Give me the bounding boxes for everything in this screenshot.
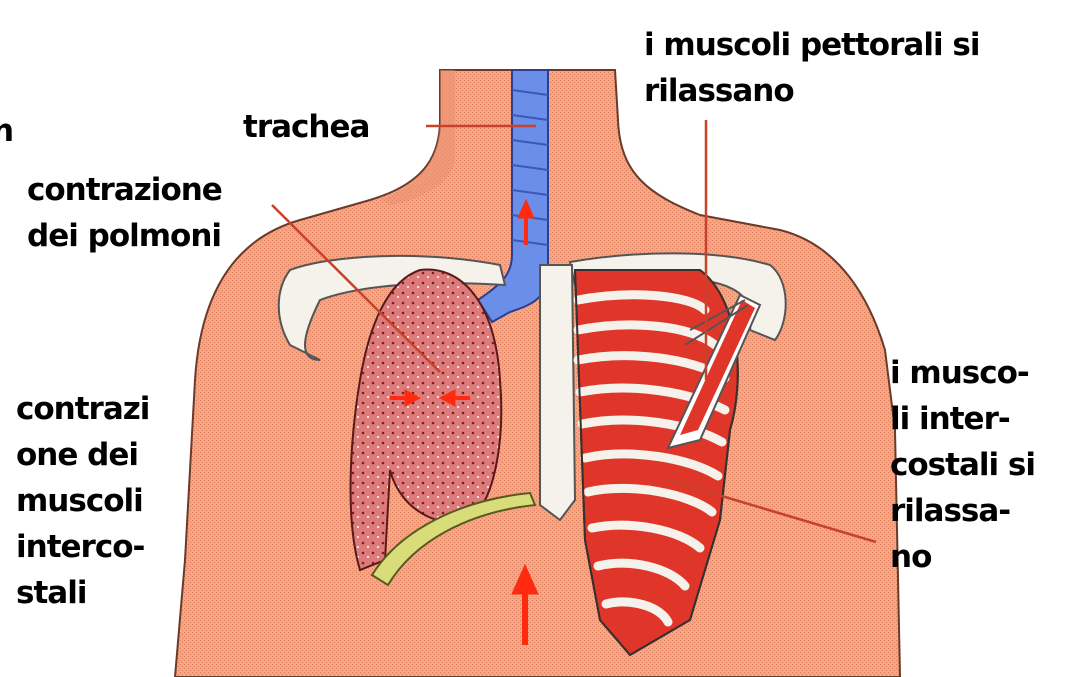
label-line: contrazi — [16, 386, 149, 432]
label-line: contrazione — [27, 167, 222, 213]
label-line: one dei — [16, 432, 149, 478]
sternum — [540, 265, 575, 520]
label-pectoral-relax: i muscoli pettorali si rilassano — [644, 22, 979, 114]
label-line: rilassano — [644, 68, 979, 114]
label-line: i musco- — [890, 350, 1035, 396]
label-line: costali si — [890, 442, 1035, 488]
label-line: interco- — [16, 524, 149, 570]
label-intercostal-relax: i musco- li inter- costali si rilassa- n… — [890, 350, 1035, 580]
label-line: i muscoli pettorali si — [644, 22, 979, 68]
label-line: li inter- — [890, 396, 1035, 442]
label-line: muscoli — [16, 478, 149, 524]
label-line: dei polmoni — [27, 213, 222, 259]
label-lungs-contraction: contrazione dei polmoni — [27, 167, 222, 259]
label-line: no — [890, 534, 1035, 580]
edge-fragment-label: n — [0, 108, 13, 154]
label-line: stali — [16, 570, 149, 616]
label-trachea: trachea — [243, 104, 369, 150]
label-line: rilassa- — [890, 488, 1035, 534]
label-intercostal-contraction: contrazi one dei muscoli interco- stali — [16, 386, 149, 616]
